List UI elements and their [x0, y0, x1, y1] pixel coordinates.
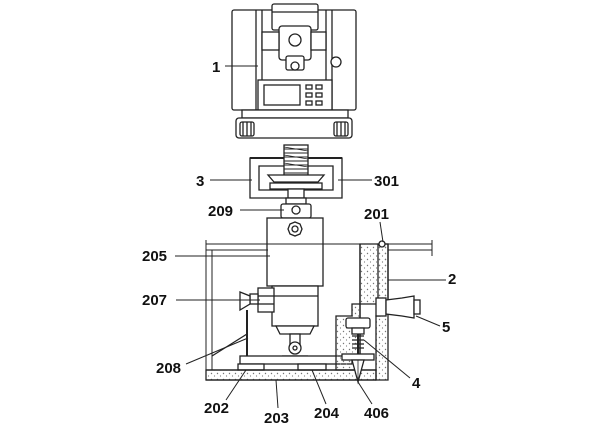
- leveling-base: [235, 117, 353, 139]
- callout-2: 2: [448, 271, 456, 288]
- wall-pin: [378, 240, 386, 248]
- column-lower: [271, 285, 319, 327]
- foot-pad-right: [297, 363, 327, 371]
- ground-slab: [205, 369, 377, 381]
- telescope-knob: [288, 33, 302, 47]
- leader-lines: [175, 65, 446, 409]
- clamp-screw: [283, 144, 309, 176]
- callout-204: 204: [314, 405, 340, 422]
- callout-4: 4: [412, 375, 421, 392]
- spring-anchor: [341, 317, 375, 385]
- callout-203: 203: [264, 410, 289, 427]
- callout-5: 5: [442, 319, 450, 336]
- callout-201: 201: [364, 206, 389, 223]
- leveling-screws: [239, 121, 349, 137]
- support-plate: [239, 355, 353, 365]
- callout-1: 1: [212, 59, 220, 76]
- plumb-head: [239, 291, 251, 312]
- callout-301: 301: [374, 173, 399, 190]
- callout-209: 209: [208, 203, 233, 220]
- fastener-cone: [385, 295, 415, 319]
- keypad: [305, 84, 323, 106]
- callout-202: 202: [204, 400, 229, 417]
- support-rod: [211, 333, 248, 357]
- callout-406: 406: [364, 405, 389, 422]
- side-fastener: [375, 295, 421, 319]
- callout-3: 3: [196, 173, 204, 190]
- clamp-bracket: [249, 144, 343, 199]
- foot-pad-left: [237, 363, 265, 371]
- clamp-plate: [269, 182, 323, 190]
- side-clamp-block: [257, 287, 275, 313]
- callout-205: 205: [142, 248, 167, 265]
- side-clamp: [211, 287, 275, 357]
- total-station: [231, 3, 357, 139]
- clamp-pad: [266, 174, 326, 183]
- anchor-cap: [345, 317, 371, 329]
- side-knob: [330, 56, 342, 68]
- display-screen: [263, 84, 301, 106]
- anchor-plate: [341, 353, 375, 361]
- connector-block: [280, 197, 312, 219]
- telescoping-column: [266, 217, 324, 361]
- callout-208: 208: [156, 360, 181, 377]
- callout-207: 207: [142, 292, 167, 309]
